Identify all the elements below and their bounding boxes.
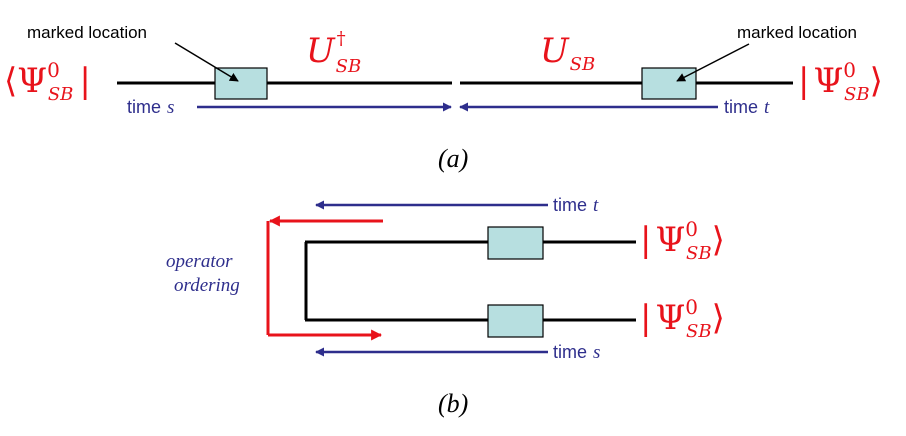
annotation-pointer-left xyxy=(174,42,239,82)
annotation-marked-location-right: marked location xyxy=(737,23,857,42)
u-dagger-sb: U†SB xyxy=(306,28,361,77)
u-sb: USB xyxy=(540,31,595,75)
caption-a: (a) xyxy=(438,144,468,173)
operator-ordering-line2: ordering xyxy=(174,275,240,296)
marked-box-bottom xyxy=(487,304,544,338)
operator-ordering-line1: operator xyxy=(166,251,233,272)
annotation-pointer-right xyxy=(676,43,750,82)
annotation-marked-location-left: marked location xyxy=(27,23,147,42)
caption-b: (b) xyxy=(438,389,468,418)
marked-location-box-right xyxy=(641,67,697,100)
marked-box-top xyxy=(487,226,544,260)
